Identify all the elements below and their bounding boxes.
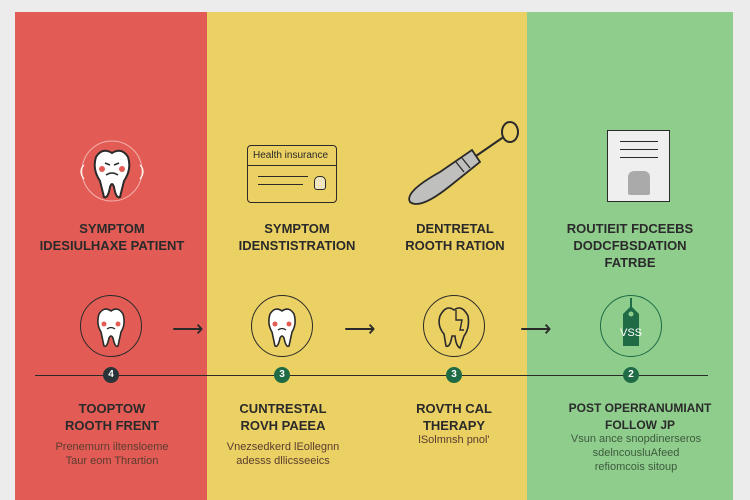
step4-icon-title: ROUTIEIT FDCEEBS DODCFBSDATION FATRBE (566, 221, 694, 270)
tooth-icon (314, 176, 326, 190)
arrow-right-icon: ⟶ (172, 316, 204, 341)
step2-desc: Vnezsedkerd lEollegnn adesss dllicsseeic… (226, 441, 340, 467)
step-badge: 2 (623, 367, 639, 383)
step-badge: 3 (274, 367, 290, 383)
dental-tool-icon (408, 121, 519, 205)
step3-title: ROVTH CAL THERAPY (416, 401, 492, 433)
step4-desc: Vsun ance snopdinerseros sdelncousluAfee… (570, 433, 702, 473)
panel-green (527, 12, 733, 500)
step2-title: CUNTRESTAL ROVH PAEEA (239, 401, 327, 433)
document-icon (607, 130, 670, 202)
step1-desc: Prenemurn iltensloeme Taur eom Thrartion (55, 441, 169, 467)
step3-desc: lSolmnsh pnol' (418, 434, 490, 446)
step-badge: 3 (446, 367, 462, 383)
insurance-card-icon: Health insurance (247, 145, 337, 203)
sad-tooth-circle-icon (251, 295, 313, 357)
panel-yellow (207, 12, 527, 500)
tag-label: VSS (620, 327, 642, 339)
step1-icon-title: SYMPTOM IDESIULHAXE PATIENT (39, 221, 185, 253)
timeline-line (35, 375, 708, 376)
insurance-card-label: Health insurance (248, 146, 336, 166)
price-tag-circle-icon: VSS (600, 295, 662, 357)
angry-tooth-icon (80, 140, 144, 202)
arrow-right-icon: ⟶ (344, 316, 376, 341)
panel-red (15, 12, 207, 500)
step-badge: 4 (103, 367, 119, 383)
step1-title: TOOPTOW ROOTH FRENT (65, 401, 159, 433)
step4-title: POST OPERRANUMIANT FOLLOW JP (568, 401, 712, 432)
angry-tooth-circle-icon (80, 295, 142, 357)
step2-icon-title: SYMPTOM IDENSTISTRATION (238, 221, 356, 253)
cracked-tooth-circle-icon (423, 295, 485, 357)
step3-icon-title: DENTRETAL ROOTH RATION (405, 221, 505, 253)
arrow-right-icon: ⟶ (520, 316, 552, 341)
